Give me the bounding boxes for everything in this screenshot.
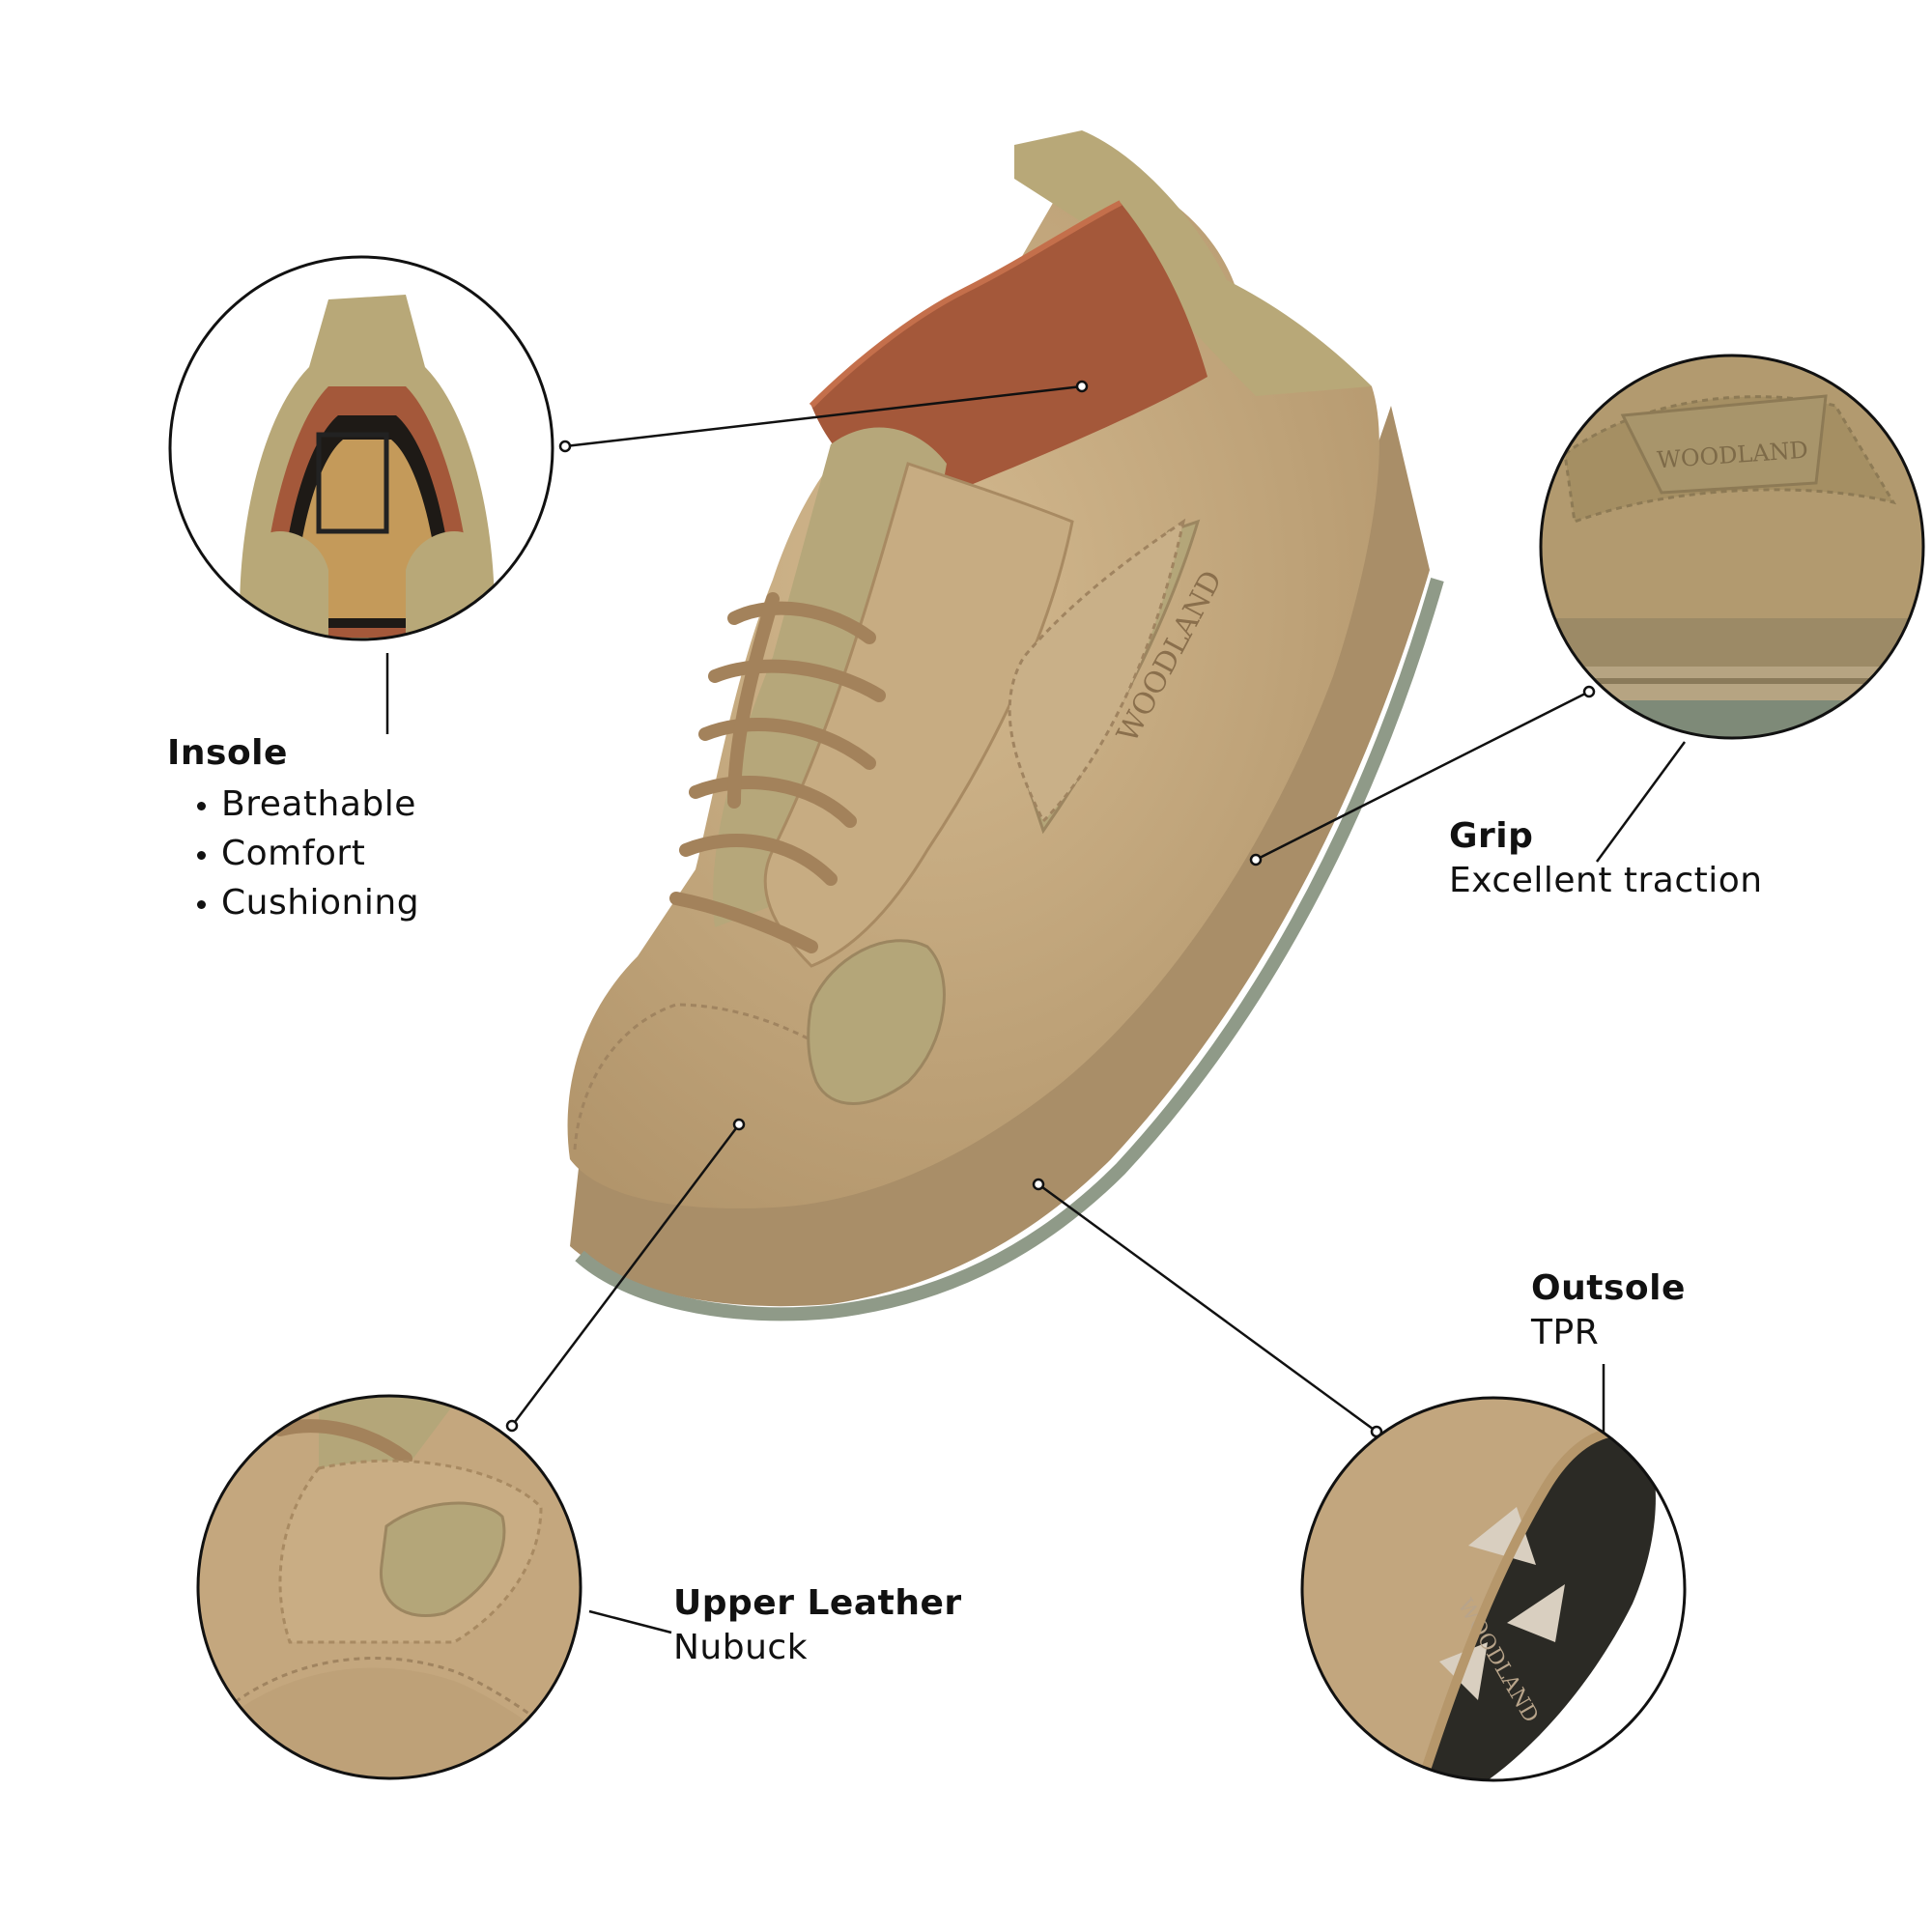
shoe-side-panel <box>1008 518 1186 824</box>
upper-detail-circle <box>196 1394 582 1780</box>
outsole-pointer-line <box>1037 1182 1378 1434</box>
insole-pointer-line <box>564 384 1083 448</box>
upper-dot-shoe <box>732 1118 746 1131</box>
grip-label: Grip Excellent traction <box>1449 815 1763 906</box>
insole-detail-circle <box>168 255 554 641</box>
insole-label: Insole Breathable Comfort Cushioning <box>167 732 419 927</box>
upper-title: Upper Leather <box>673 1583 962 1623</box>
upper-label: Upper Leather Nubuck <box>673 1582 962 1673</box>
grip-dot-circle <box>1582 685 1596 698</box>
shoe-collar-lining <box>811 203 1208 502</box>
shoe-laces <box>669 592 886 953</box>
insole-bullet-item: Comfort <box>221 829 419 878</box>
insole-dot-circle <box>558 440 572 453</box>
insole-bullet-list: Breathable Comfort Cushioning <box>161 780 419 927</box>
grip-subtitle: Excellent traction <box>1449 861 1763 901</box>
outsole-title: Outsole <box>1531 1268 1686 1308</box>
upper-label-line <box>588 1609 672 1634</box>
shoe-suede-window <box>807 939 946 1105</box>
grip-dot-shoe <box>1249 853 1263 867</box>
upper-dot-circle <box>505 1419 519 1433</box>
outsole-label: Outsole TPR <box>1531 1267 1686 1358</box>
grip-detail-circle: WOODLAND <box>1539 354 1925 740</box>
insole-bullet-item: Cushioning <box>221 878 419 927</box>
grip-pointer-line <box>1255 690 1590 862</box>
insole-title: Insole <box>167 733 288 773</box>
insole-dot-shoe <box>1075 380 1089 393</box>
callout-lines <box>385 384 1687 1634</box>
upper-subtitle: Nubuck <box>673 1628 809 1668</box>
shoe-sole-edge <box>575 578 1444 1321</box>
grip-title: Grip <box>1449 816 1534 856</box>
grip-label-line <box>1595 741 1687 863</box>
shoe-heel-tab <box>1014 130 1372 396</box>
main-shoe: WOODLAND <box>567 130 1444 1321</box>
outsole-dot-shoe <box>1032 1178 1045 1191</box>
insole-bullet-item: Breathable <box>221 780 419 829</box>
outsole-detail-circle: WOODLAND <box>1300 1396 1687 1782</box>
outsole-subtitle: TPR <box>1531 1313 1600 1353</box>
upper-pointer-line <box>511 1123 740 1427</box>
